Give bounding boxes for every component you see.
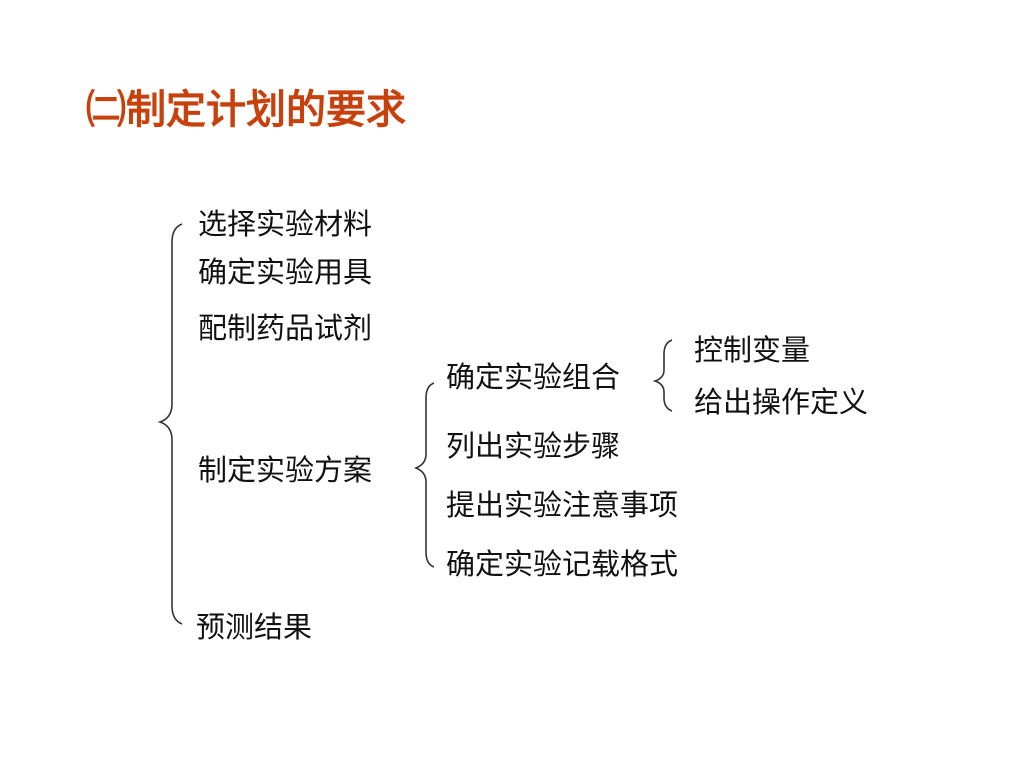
slide-title: ㈡制定计划的要求 <box>86 86 406 133</box>
node-select-materials: 选择实验材料 <box>198 207 373 241</box>
main-brace <box>157 223 183 625</box>
combination-brace <box>652 339 673 412</box>
plan-brace <box>413 382 435 568</box>
node-steps: 列出实验步骤 <box>446 429 621 463</box>
node-control-variables: 控制变量 <box>694 333 811 367</box>
node-operational-definition: 给出操作定义 <box>694 385 869 419</box>
node-predict-results: 预测结果 <box>196 610 313 644</box>
node-determine-tools: 确定实验用具 <box>198 255 373 289</box>
node-record-format: 确定实验记载格式 <box>446 547 679 581</box>
node-prepare-reagents: 配制药品试剂 <box>198 311 373 345</box>
node-precautions: 提出实验注意事项 <box>446 488 679 522</box>
node-combination: 确定实验组合 <box>446 360 621 394</box>
node-plan: 制定实验方案 <box>198 453 373 487</box>
